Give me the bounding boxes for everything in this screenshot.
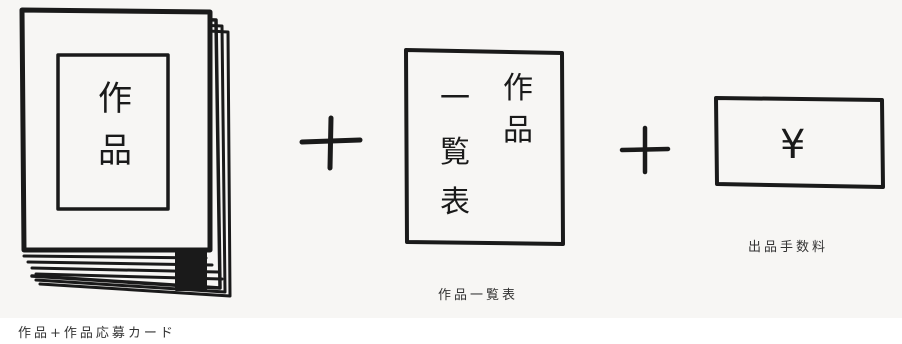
plus-icon-2 — [619, 125, 671, 175]
stack-inner-card — [56, 53, 170, 211]
caption-stack: 作品+作品応募カード — [18, 326, 176, 341]
yen-icon: ¥ — [780, 122, 805, 168]
caption-list: 作品一覧表 — [438, 288, 519, 303]
list-char-left-1: 一 — [440, 81, 470, 116]
stack-corner-tab — [175, 251, 207, 291]
list-char-right-1: 作 — [503, 71, 533, 106]
stack-card-char-2: 品 — [98, 131, 132, 171]
artwork-stack — [19, 7, 232, 298]
caption-fee: 出品手数料 — [748, 240, 829, 255]
list-sheet-border — [404, 48, 565, 246]
stack-card-char-1: 作 — [98, 79, 132, 119]
fee-box-border — [714, 96, 885, 189]
plus-icon-1 — [299, 115, 363, 171]
list-char-right-2: 品 — [503, 113, 533, 148]
fee-box — [714, 96, 885, 189]
works-list-sheet — [404, 48, 565, 246]
list-char-left-2: 覧 — [440, 135, 470, 170]
list-char-left-3: 表 — [440, 185, 470, 220]
